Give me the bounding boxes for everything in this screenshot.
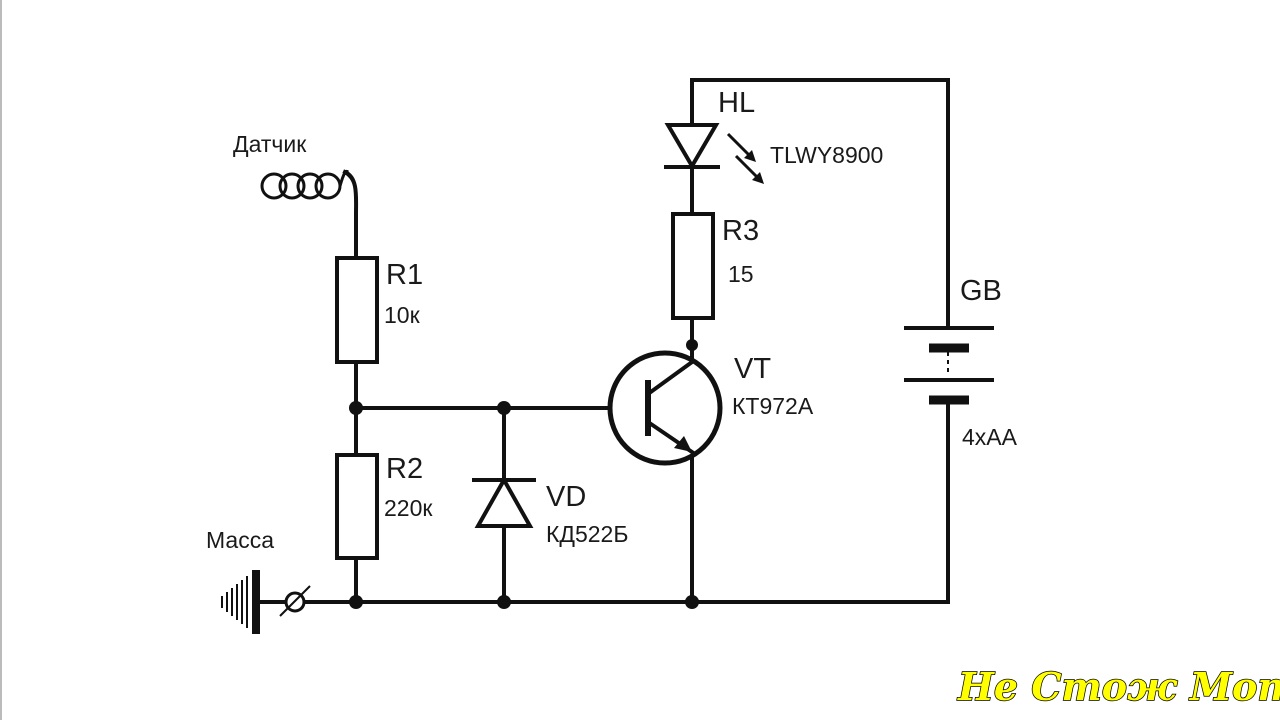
- junctions: [349, 401, 699, 609]
- light-arrowhead-icon: [752, 172, 764, 184]
- coil-loop: [260, 172, 288, 200]
- transistor-part-label: КТ972А: [732, 393, 814, 419]
- r3-value-label: 15: [728, 261, 754, 287]
- junction-dot: [497, 401, 511, 415]
- coil-loop: [314, 172, 342, 200]
- r2-value-label: 220к: [384, 495, 433, 521]
- sensor-wire: [342, 169, 359, 260]
- diode-part-label: КД522Б: [546, 521, 628, 547]
- diode-vd: [472, 475, 536, 528]
- led-part-label: TLWY8900: [770, 142, 883, 168]
- terminal-slash: [279, 585, 311, 617]
- ground-symbol: [221, 570, 311, 634]
- junction-dot: [349, 401, 363, 415]
- diode-ref-label: VD: [546, 481, 586, 513]
- junction-dot: [497, 595, 511, 609]
- resistor-r2: [335, 453, 379, 560]
- sensor-coil: [260, 169, 350, 200]
- sensor-label: Датчик: [233, 131, 307, 157]
- battery-ref-label: GB: [960, 275, 1002, 307]
- labels: Датчик Масса R1 10к R2 220к R3 15 HL TLW…: [206, 87, 1018, 553]
- r1-value-label: 10к: [384, 302, 421, 328]
- transistor-ref-label: VT: [734, 353, 771, 385]
- emitter-arrow-icon: [674, 436, 692, 452]
- collector-dot: [686, 339, 698, 351]
- r2-ref-label: R2: [386, 453, 423, 485]
- led-triangle: [664, 123, 720, 170]
- transistor-body: [607, 350, 723, 466]
- diode-triangle: [474, 475, 534, 528]
- battery-value-label: 4xAA: [962, 424, 1018, 450]
- resistor-r1: [335, 256, 379, 364]
- junction-dot: [349, 595, 363, 609]
- battery-gb: [904, 326, 994, 405]
- top-wire: [690, 78, 950, 330]
- ground-label: Масса: [206, 527, 274, 553]
- coil-lead: [338, 169, 350, 187]
- coil-loop: [296, 172, 324, 200]
- r3-ref-label: R3: [722, 215, 759, 247]
- resistor-r3: [671, 212, 715, 320]
- r1-ref-label: R1: [386, 259, 423, 291]
- junction-dot: [685, 595, 699, 609]
- transistor-vt: [607, 339, 723, 466]
- led-hl: [664, 123, 764, 184]
- ground-plate: [252, 570, 260, 634]
- channel-watermark: Не Стож Мото: [957, 664, 1280, 709]
- transistor-collector: [645, 359, 695, 397]
- led-ref-label: HL: [718, 87, 755, 119]
- coil-loop: [278, 172, 306, 200]
- light-arrowhead-icon: [744, 150, 756, 162]
